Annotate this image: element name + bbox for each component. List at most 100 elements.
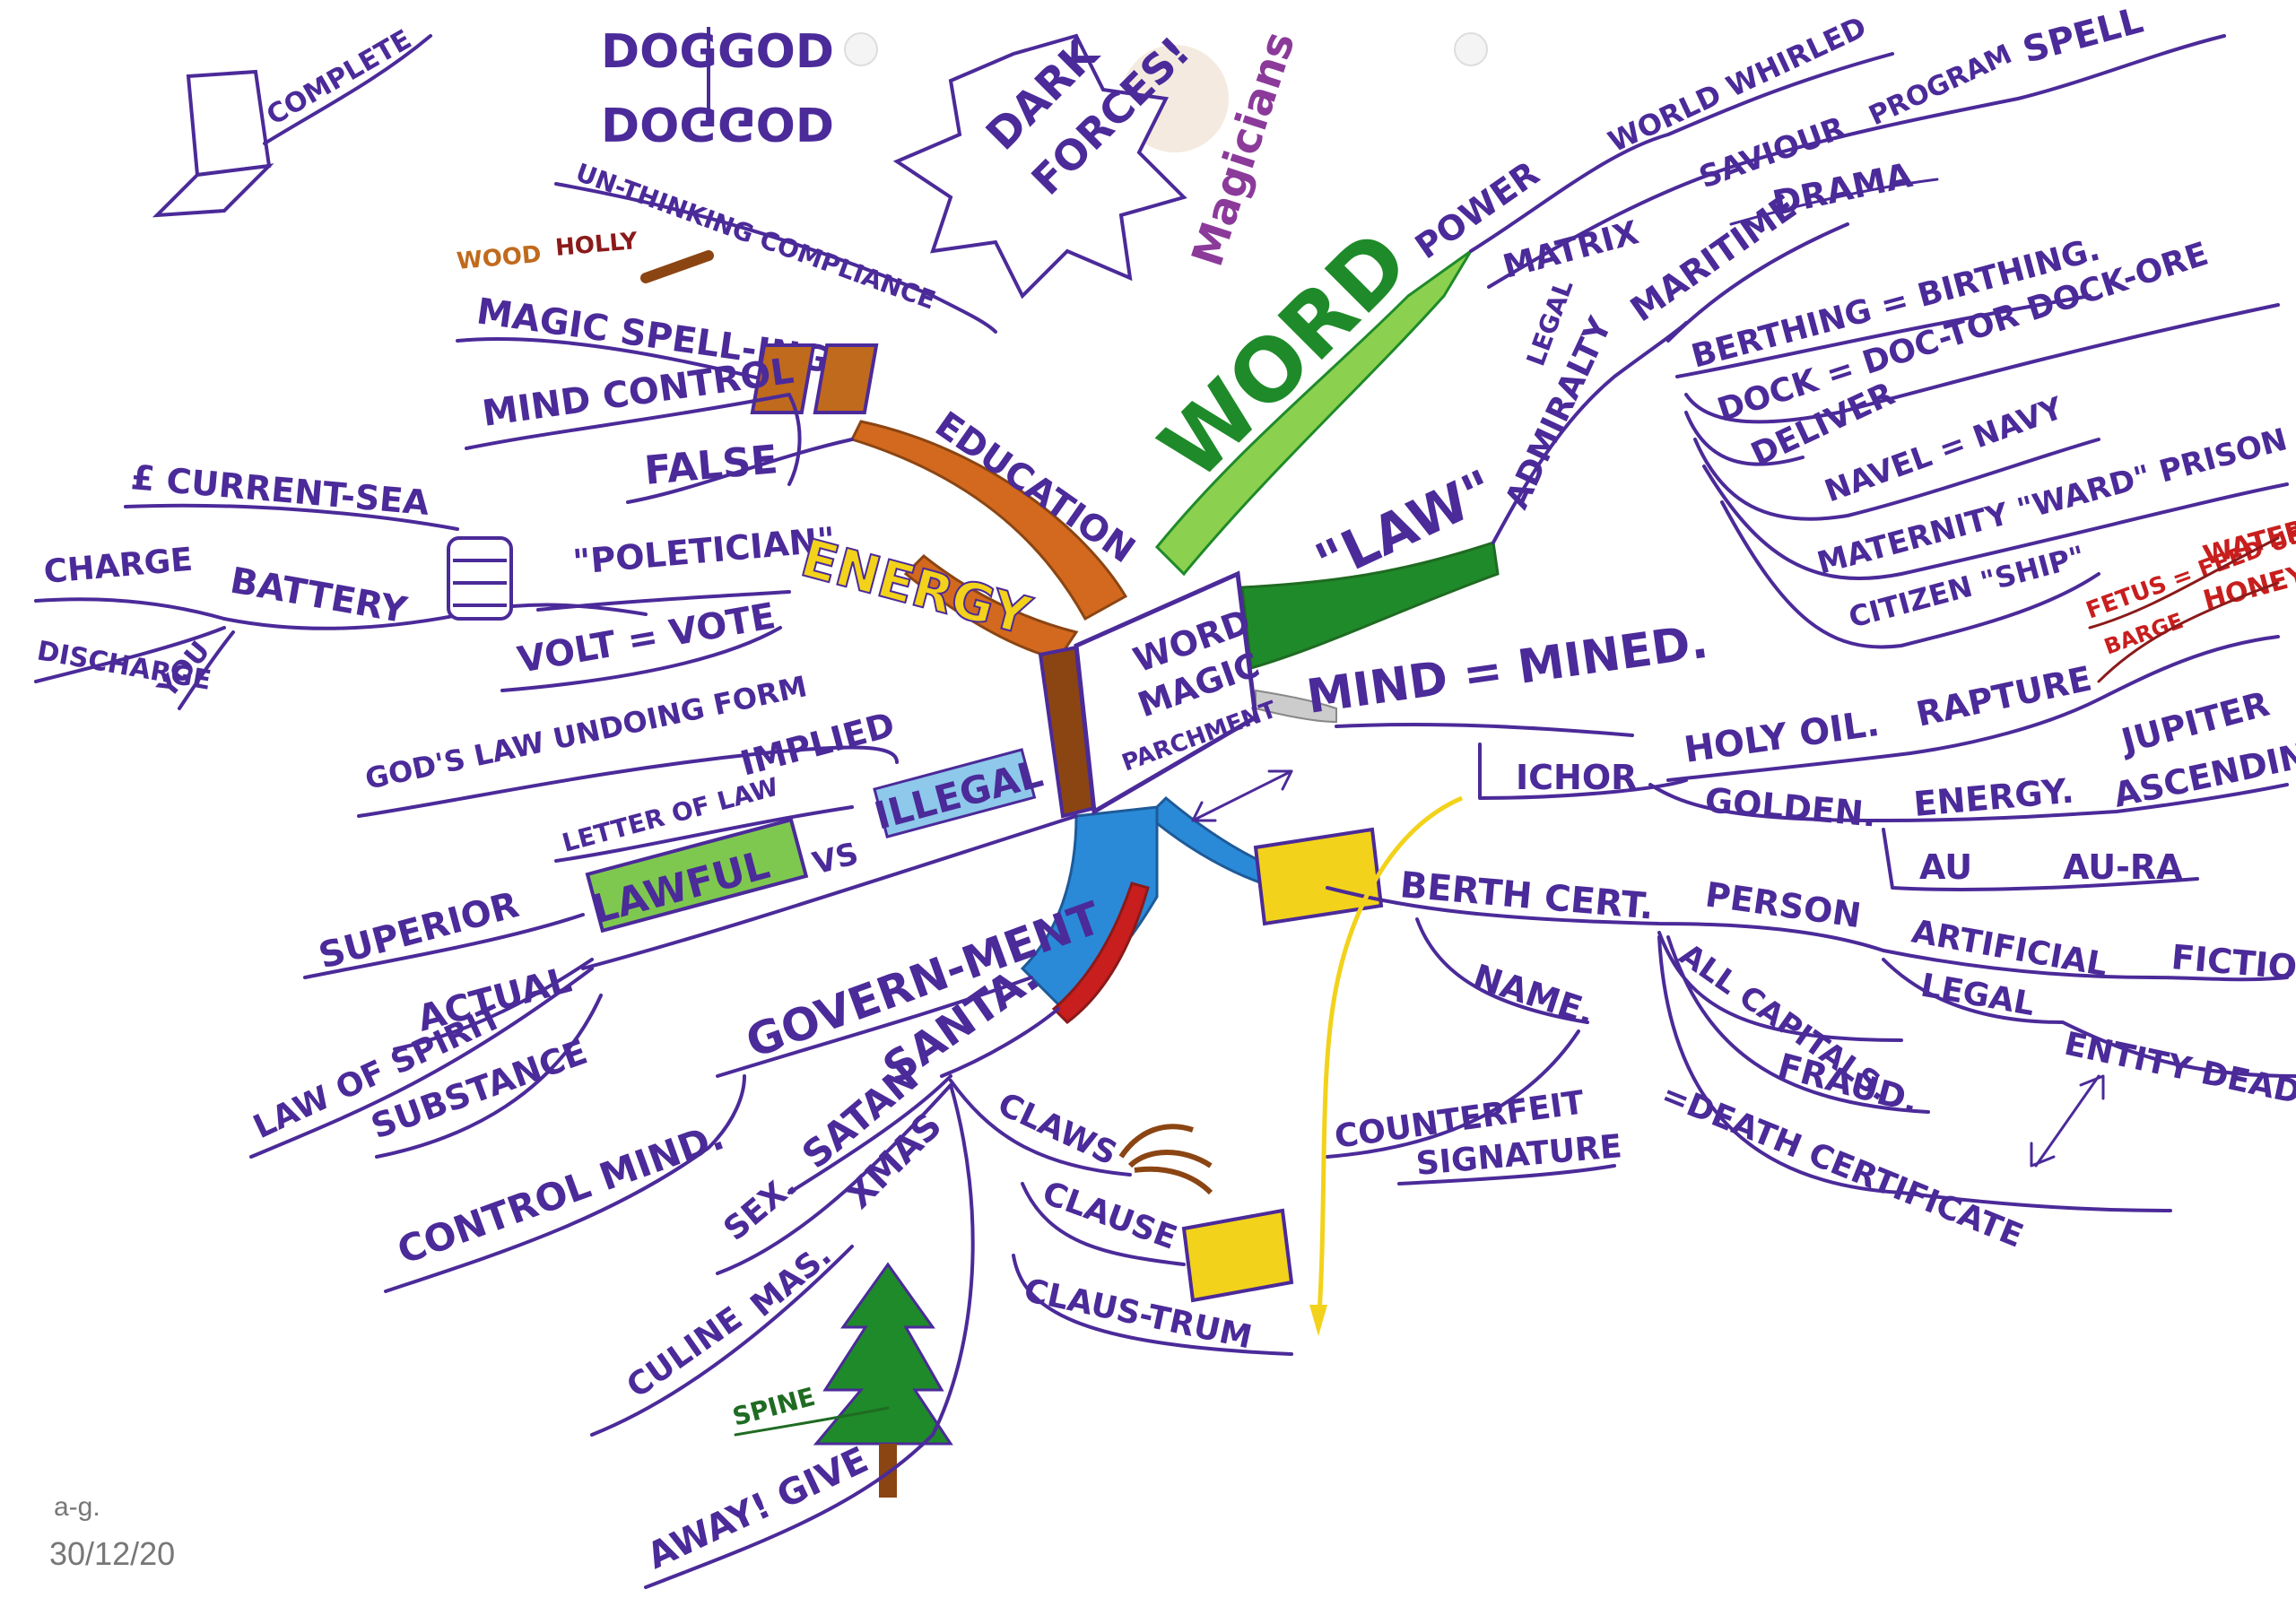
books-icon — [750, 343, 879, 414]
branch-line-magic — [456, 337, 791, 387]
branch-line-counterfeit — [1326, 1029, 1580, 1159]
label-clause: CLAUSE — [1038, 1175, 1181, 1257]
branch-line-godslaw — [357, 745, 899, 818]
illegal-box — [873, 748, 1037, 838]
branch-line-berthing — [1675, 294, 2092, 378]
connector-arrow — [2030, 1074, 2105, 1168]
label-dog-mirror: DOG — [601, 96, 718, 150]
label-mind-mined: MIND = MINED. — [1303, 615, 1711, 725]
branch-line-matrix — [1487, 34, 2226, 289]
claws-icon — [1118, 1124, 1213, 1195]
branch-line-actual — [393, 958, 594, 1051]
laptop-icon — [152, 69, 274, 218]
branch-line-false — [626, 438, 854, 504]
branch-line-rapture — [1909, 635, 2280, 755]
branch-line-admiralty — [1492, 321, 1688, 544]
branch-line-energy2 — [1882, 783, 2289, 822]
label-matrix: MATRIX — [1500, 214, 1643, 286]
dark-forces-burst: DARK FORCES! — [892, 27, 1199, 300]
branch-line-signature — [1397, 1164, 1616, 1185]
label-god: GOD — [718, 25, 834, 79]
branch-line-navel — [1693, 438, 2100, 521]
branch-line-artificial — [1882, 949, 2289, 982]
branch-line-mind — [1335, 723, 1634, 737]
label-golden: GOLDEN. — [1703, 780, 1878, 835]
label-mas: MAS. — [744, 1237, 838, 1324]
label-fiction: FICTION — [2170, 937, 2296, 990]
branch-line-volt — [500, 626, 782, 692]
label-holly: HOLLY — [554, 228, 639, 262]
document-icon — [1181, 1208, 1294, 1303]
branch-line-santa — [940, 1007, 1060, 1078]
certificate-icon — [1253, 827, 1384, 926]
punch-hole — [1454, 32, 1488, 66]
branch-line-name — [1415, 917, 1589, 1024]
two-way-arrow — [1191, 769, 1293, 822]
yellow-arrowhead — [1309, 1305, 1327, 1336]
branch-energy — [903, 553, 1079, 661]
battery-icon — [447, 536, 513, 621]
label-complete: COMPLETE — [262, 24, 417, 132]
branch-santa — [1051, 881, 1150, 1024]
branch-line-dock — [1684, 303, 2280, 424]
branch-line-golden — [1648, 783, 1885, 822]
label-politician: "POLETICIAN" — [571, 520, 837, 582]
label-vs: VS — [809, 836, 862, 882]
label-battery: BATTERY — [227, 560, 411, 632]
label-illegal: ILLEGAL — [870, 751, 1048, 838]
branch-line-entity — [1882, 958, 2296, 1078]
branch-line-politician — [536, 590, 791, 612]
branch-line-control — [384, 1074, 746, 1293]
branch-line-death — [1657, 935, 2172, 1212]
branch-line-maternity — [1702, 465, 2289, 580]
branch-line-capitals — [1657, 931, 1930, 1114]
branch-line-culine — [590, 1245, 854, 1437]
label-god-mirror: GOD — [718, 96, 834, 150]
branch-word — [1154, 249, 1473, 577]
branch-line-complete — [263, 34, 432, 145]
branch-line-away — [644, 1083, 975, 1589]
branch-line-unthinking — [554, 182, 997, 334]
label-rapture: RAPTURE — [1913, 658, 2095, 734]
wand-icon — [640, 250, 714, 283]
label-spell: SPELL — [2019, 0, 2148, 72]
branch-line-superior — [303, 913, 585, 979]
branch-line-letter — [554, 805, 854, 863]
branch-line-government — [716, 976, 1033, 1078]
label-energy: ENERGY — [795, 527, 1037, 647]
label-death-cert: =DEATH CERTIFICATE — [1657, 1076, 2029, 1255]
branch-mind — [1255, 689, 1337, 724]
branch-line-charge — [34, 597, 226, 621]
branch-law — [1240, 541, 1500, 670]
label-superior: SUPERIOR — [315, 884, 524, 977]
label-date: 30/12/20 — [49, 1535, 175, 1572]
branch-education — [849, 420, 1128, 621]
branch-line-xmas — [716, 1083, 952, 1275]
branch-line-satan — [787, 1074, 952, 1194]
branch-line-currentsea — [124, 503, 459, 531]
branch-line-drama — [1729, 178, 1939, 226]
label-admiralty: ADMIRALTY — [1499, 311, 1620, 515]
branch-line-maritime — [1666, 222, 1849, 343]
label-wood: WOOD — [456, 241, 543, 275]
label-dog: DOG — [601, 25, 718, 79]
branch-line-spirit — [249, 967, 603, 1159]
branch-line-clause — [1021, 1182, 1186, 1266]
punch-hole — [844, 32, 878, 66]
yellow-connector — [1316, 795, 1463, 1328]
branch-line-discharge — [34, 626, 235, 710]
branch-line-berth — [1326, 886, 1885, 952]
branch-line-deliver — [1684, 411, 1805, 466]
label-implied: IMPLIED — [736, 705, 899, 784]
label-program: PROGRAM — [1865, 39, 2017, 132]
branch-line-ichor — [1478, 743, 1688, 800]
lawful-box — [585, 817, 809, 934]
branch-line-lawful — [581, 814, 1078, 970]
branch-line-fetus — [2088, 536, 2280, 683]
label-mind-control: MIND CONTROL — [480, 351, 796, 435]
central-parchment: WORD MAGIC PARCHMENT — [1038, 570, 1281, 819]
label-current-sea: £ CURRENT-SEA — [129, 457, 431, 523]
branch-line-claws — [949, 1079, 1132, 1177]
label-signature-initials: a-g. — [54, 1492, 100, 1522]
